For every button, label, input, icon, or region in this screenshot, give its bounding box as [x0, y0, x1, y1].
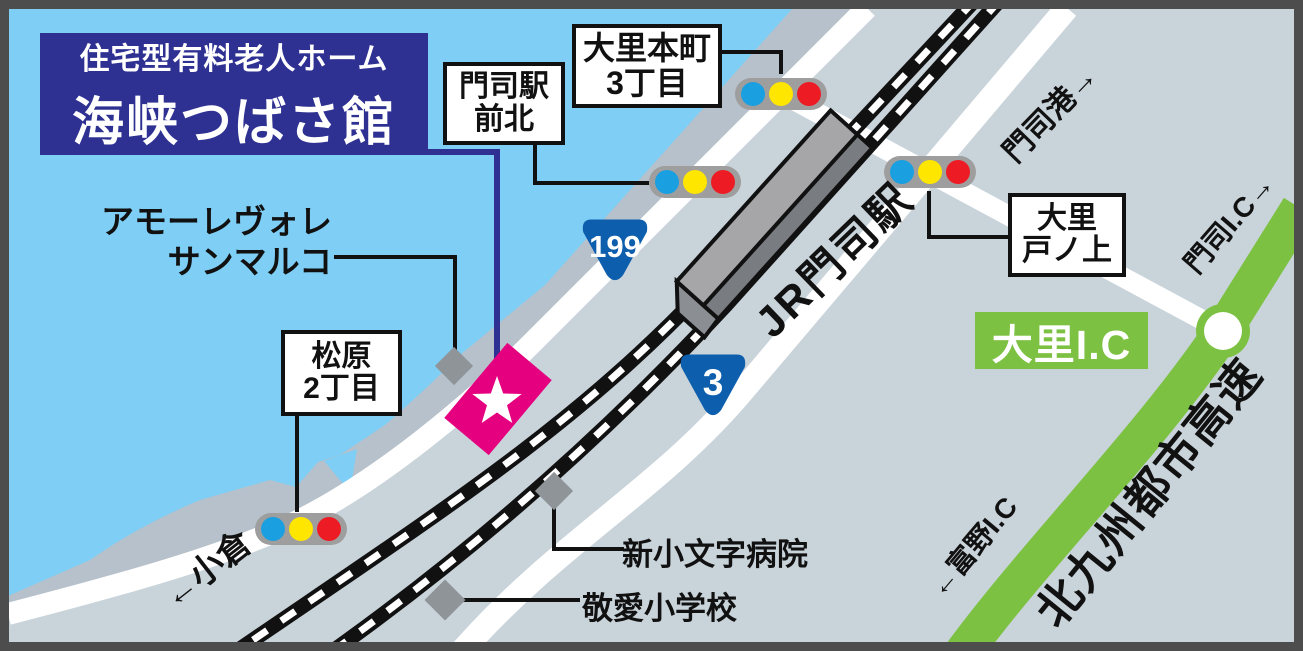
- landmark-diamond-amore: [434, 346, 474, 386]
- expressway-band: [942, 197, 1303, 651]
- route3-road: [453, 0, 1077, 651]
- traffic-signal-moji-eki-mae-kita: [649, 166, 741, 198]
- railway-track-1: [232, 0, 981, 651]
- label-line: 大里: [1037, 201, 1097, 235]
- leader-moji-eki-mae-kita: [533, 145, 649, 185]
- intersection-box-moji-eki-mae-kita: 門司駅 前北: [443, 62, 565, 145]
- landmark-diamond-hospital: [534, 471, 574, 511]
- label-line: アモーレヴォレ: [101, 203, 332, 240]
- facility-star-icon: [472, 376, 522, 423]
- facility-title-box: 住宅型有料老人ホーム 海峡つばさ館: [40, 33, 428, 155]
- label-line: サンマルコ: [167, 243, 332, 281]
- intersection-box-matsubara: 松原 2丁目: [281, 330, 402, 416]
- label-line: 前北: [474, 102, 534, 136]
- landmark-label-school: 敬愛小学校: [582, 591, 737, 626]
- facility-category: 住宅型有料老人ホーム: [79, 42, 389, 76]
- label-line: 2丁目: [303, 372, 380, 405]
- route-3-number: 3: [702, 362, 724, 403]
- sea-area: [8, 8, 793, 596]
- landmark-label-amore: アモーレヴォレ サンマルコ: [98, 202, 332, 283]
- route-199-number: 199: [589, 229, 641, 264]
- station-building: [673, 107, 876, 341]
- landmark-label-hospital: 新小文字病院: [622, 537, 808, 572]
- leader-amore: [334, 255, 457, 350]
- route-3-badge-icon: [680, 354, 746, 416]
- traffic-signal-dairi-tonoue: [884, 156, 976, 188]
- label-line: 3丁目: [606, 65, 688, 101]
- landmark-diamond-school: [424, 579, 466, 621]
- label-line: 門司駅: [459, 70, 549, 104]
- leader-hospital: [552, 505, 624, 551]
- interchange-label-dairi-ic: 大里I.C: [975, 312, 1148, 369]
- route-199-badge-icon: [582, 219, 648, 281]
- traffic-signal-dairi-honmachi: [735, 78, 827, 110]
- leader-dairi-honmachi: [722, 50, 783, 74]
- label-line: 戸ノ上: [1022, 234, 1112, 267]
- label-line: 松原: [311, 339, 372, 373]
- label-line: 大里本町: [582, 30, 711, 67]
- facility-name: 海峡つばさ館: [71, 93, 396, 152]
- leader-facility: [426, 149, 500, 392]
- leader-dairi-tonoue: [927, 191, 1010, 239]
- traffic-signal-matsubara: [255, 513, 347, 545]
- intersection-box-dairi-tonoue: 大里 戸ノ上: [1008, 193, 1126, 277]
- leader-lines: [295, 50, 1010, 602]
- intersection-box-dairi-honmachi: 大里本町 3丁目: [572, 24, 722, 108]
- interchange-circle: [1204, 312, 1242, 350]
